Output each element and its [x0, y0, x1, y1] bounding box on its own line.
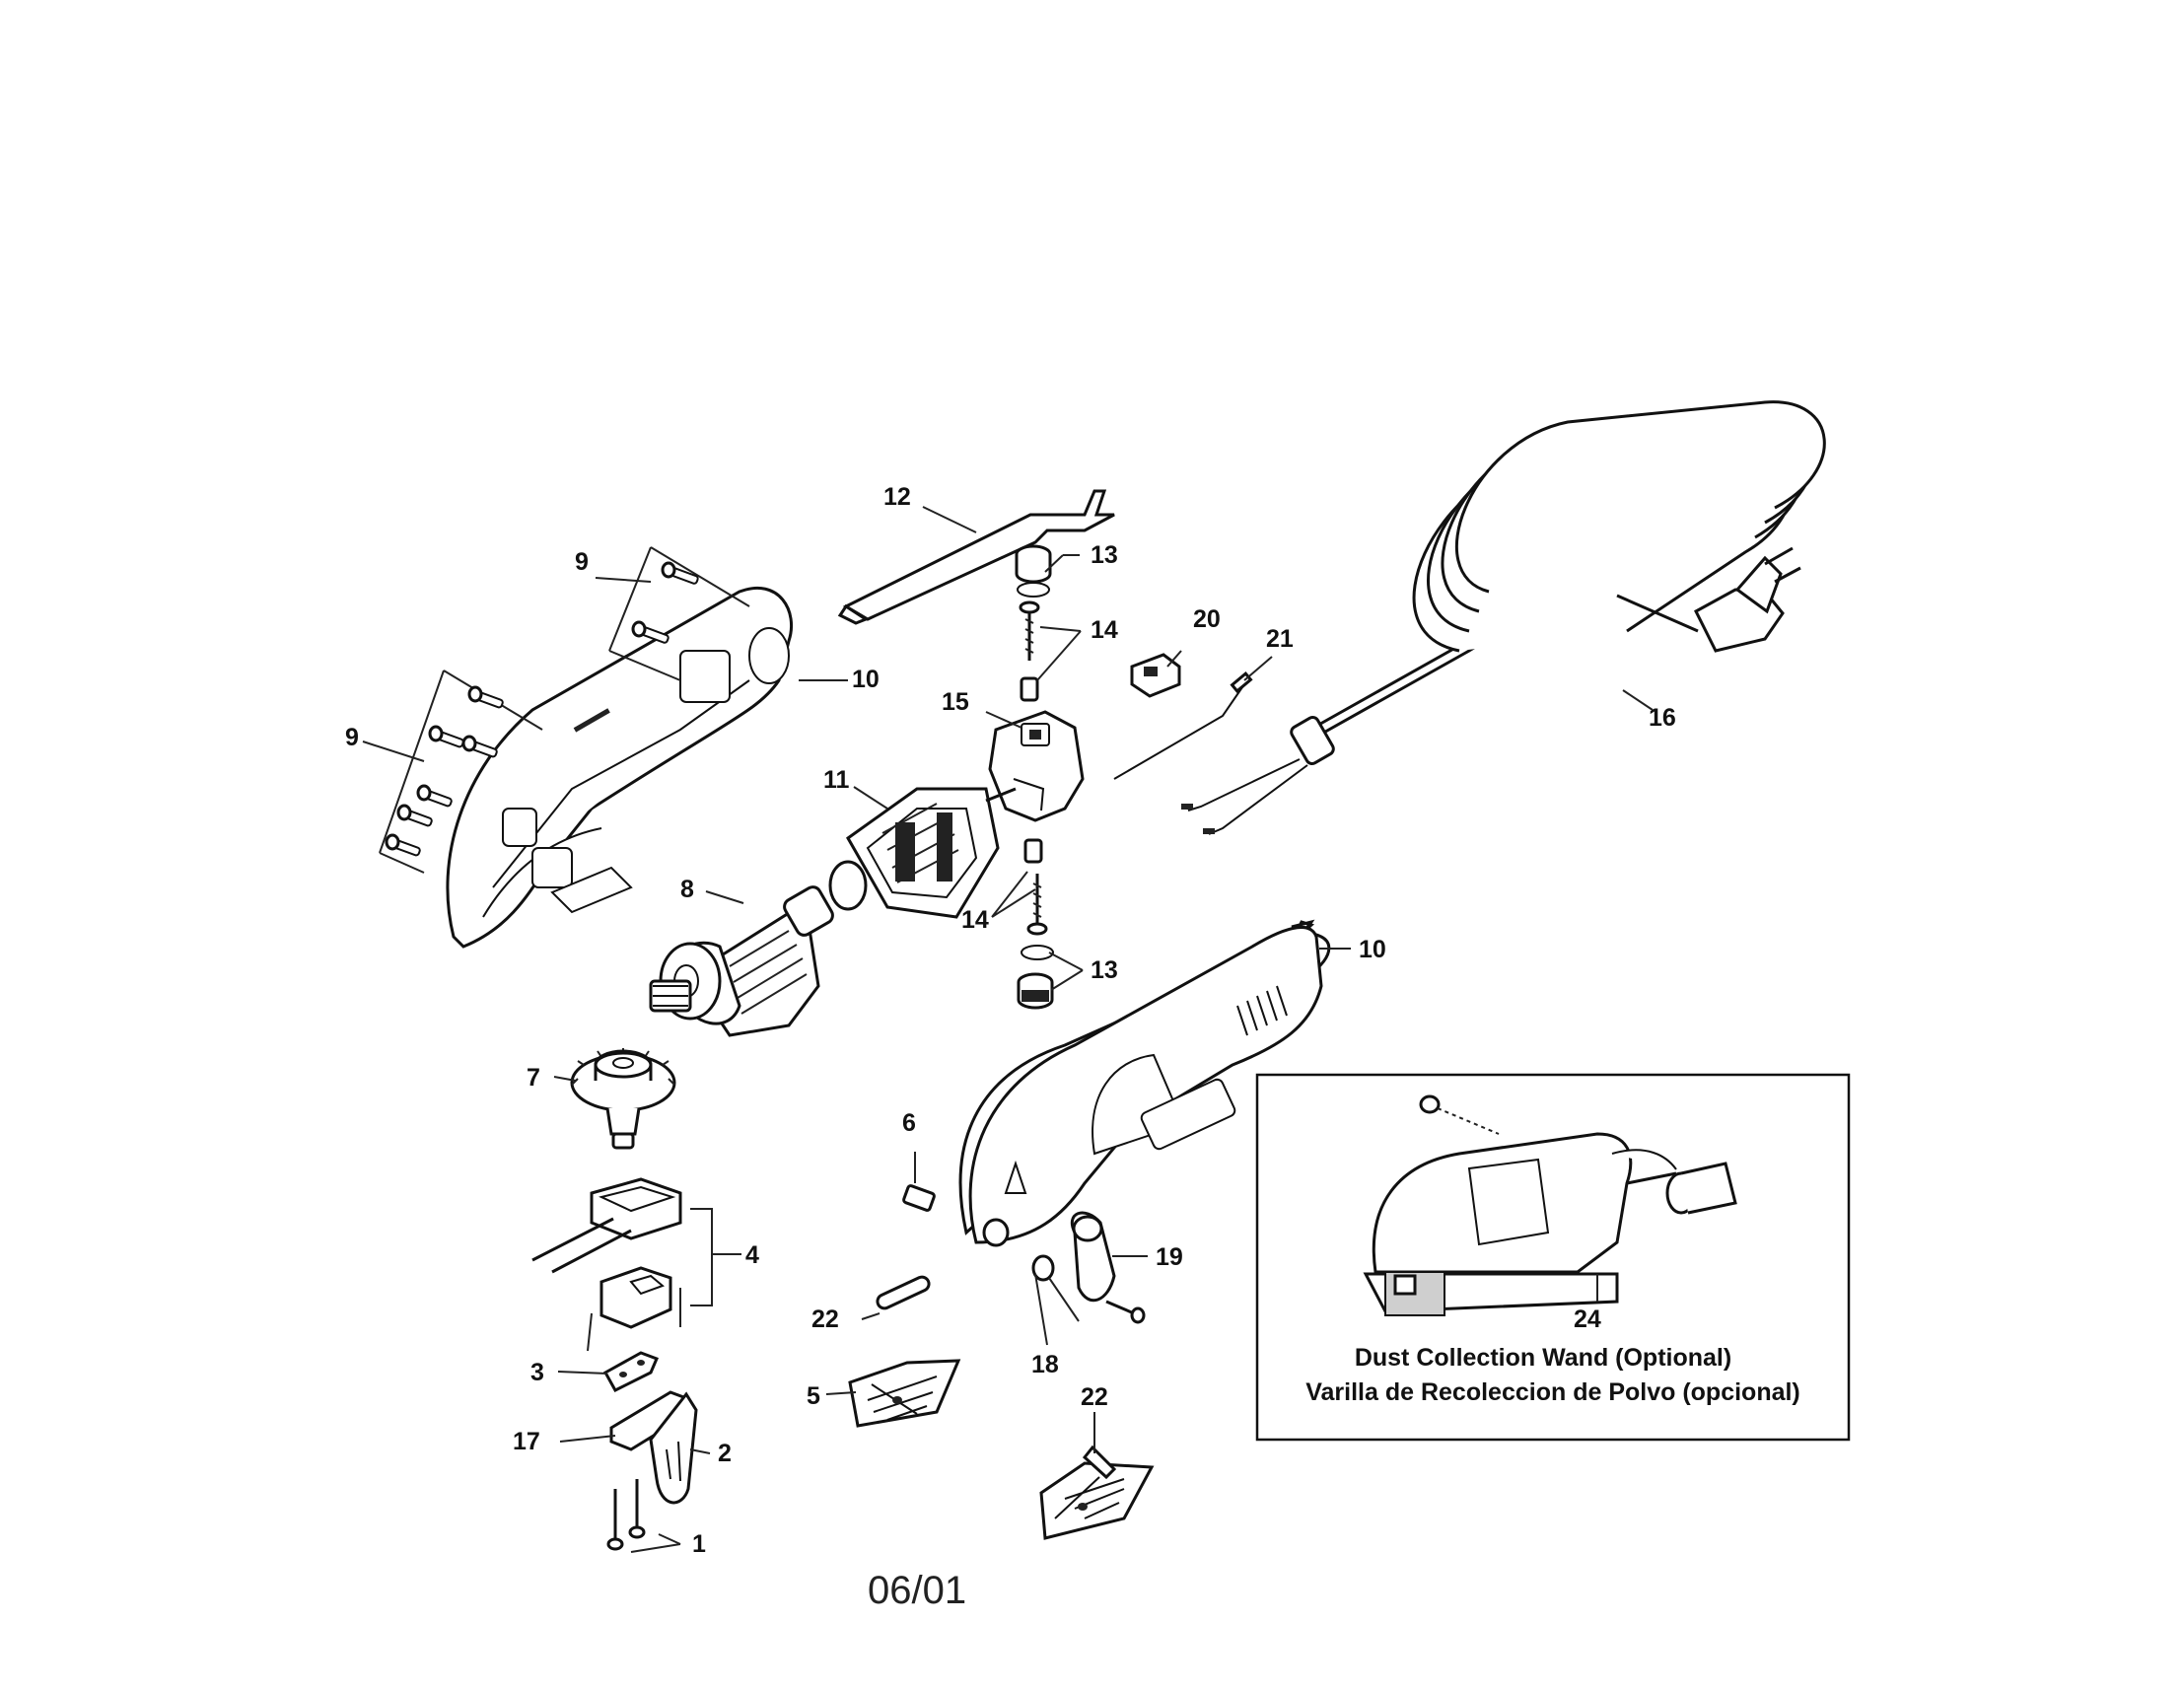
callout-labels: 12 13 14 20 21 9 9 10 15 16 11 8 14 13 1… — [345, 483, 1676, 1558]
part-12-switch-bar — [837, 489, 1115, 625]
callout-10-main: 10 — [1359, 936, 1386, 963]
part-13-spacer-top — [1015, 544, 1052, 598]
part-1-screws — [606, 1479, 681, 1553]
callout-17: 17 — [513, 1428, 540, 1455]
callout-14-bottom: 14 — [961, 906, 989, 934]
callout-8: 8 — [680, 876, 694, 903]
callout-22-pin: 22 — [811, 1305, 839, 1333]
callout-24: 24 — [1574, 1305, 1601, 1333]
part-10-housing-half-main — [958, 919, 1331, 1247]
part-22-pad — [1039, 1445, 1155, 1540]
part-10-housing-half-left — [446, 586, 794, 949]
part-14-screw-top — [1019, 600, 1040, 702]
dust-collection-wand-inset — [1255, 1073, 1851, 1442]
callout-16: 16 — [1649, 704, 1676, 732]
part-15-brush-holder — [988, 710, 1085, 822]
leader-lines — [362, 506, 1654, 1454]
part-8-armature — [649, 860, 868, 1037]
callout-7: 7 — [527, 1064, 540, 1092]
callout-13-bottom: 13 — [1091, 956, 1118, 984]
part-11-field-coil — [846, 787, 1017, 919]
callout-9-left: 9 — [345, 724, 359, 751]
part-13-spacer-bottom — [1017, 945, 1054, 1010]
part-21-wire — [1113, 671, 1253, 780]
inset-caption-spanish: Varilla de Recoleccion de Polvo (opciona… — [1305, 1378, 1800, 1406]
callout-10-top: 10 — [852, 666, 880, 693]
part-14-screw-bottom — [1023, 838, 1048, 936]
callout-9-top: 9 — [575, 548, 589, 576]
part-18-ring — [1031, 1254, 1080, 1346]
revision-date: 06/01 — [868, 1569, 966, 1612]
callout-18: 18 — [1031, 1351, 1059, 1378]
callout-14-top: 14 — [1091, 616, 1118, 644]
callout-22-pad: 22 — [1081, 1383, 1108, 1411]
part-4-drive-assembly — [531, 1177, 741, 1352]
part-6-clip — [902, 1152, 936, 1212]
part-16-power-cord — [1181, 400, 1826, 835]
callout-3: 3 — [530, 1359, 544, 1386]
part-7-gear — [570, 1048, 676, 1150]
inset-caption-english: Dust Collection Wand (Optional) — [1355, 1344, 1731, 1372]
callout-20: 20 — [1193, 605, 1221, 633]
callout-19: 19 — [1156, 1243, 1183, 1271]
callout-15: 15 — [942, 688, 969, 716]
callout-5: 5 — [807, 1382, 820, 1410]
part-9-screws-top — [608, 546, 750, 681]
part-3-plate — [602, 1351, 659, 1392]
part-24-dust-wand — [1363, 1094, 1737, 1316]
callout-1: 1 — [692, 1530, 706, 1558]
callout-6: 6 — [902, 1109, 916, 1137]
part-9-screws-left — [379, 670, 543, 874]
callout-12: 12 — [883, 483, 911, 511]
part-22-pin — [876, 1275, 931, 1310]
callout-11: 11 — [823, 766, 850, 794]
part-19-plug — [1070, 1211, 1146, 1324]
callout-13-top: 13 — [1091, 541, 1118, 569]
callout-4: 4 — [745, 1241, 759, 1269]
callout-21: 21 — [1266, 625, 1294, 653]
part-5-sanding-pad — [848, 1359, 961, 1428]
callout-2: 2 — [718, 1440, 732, 1467]
